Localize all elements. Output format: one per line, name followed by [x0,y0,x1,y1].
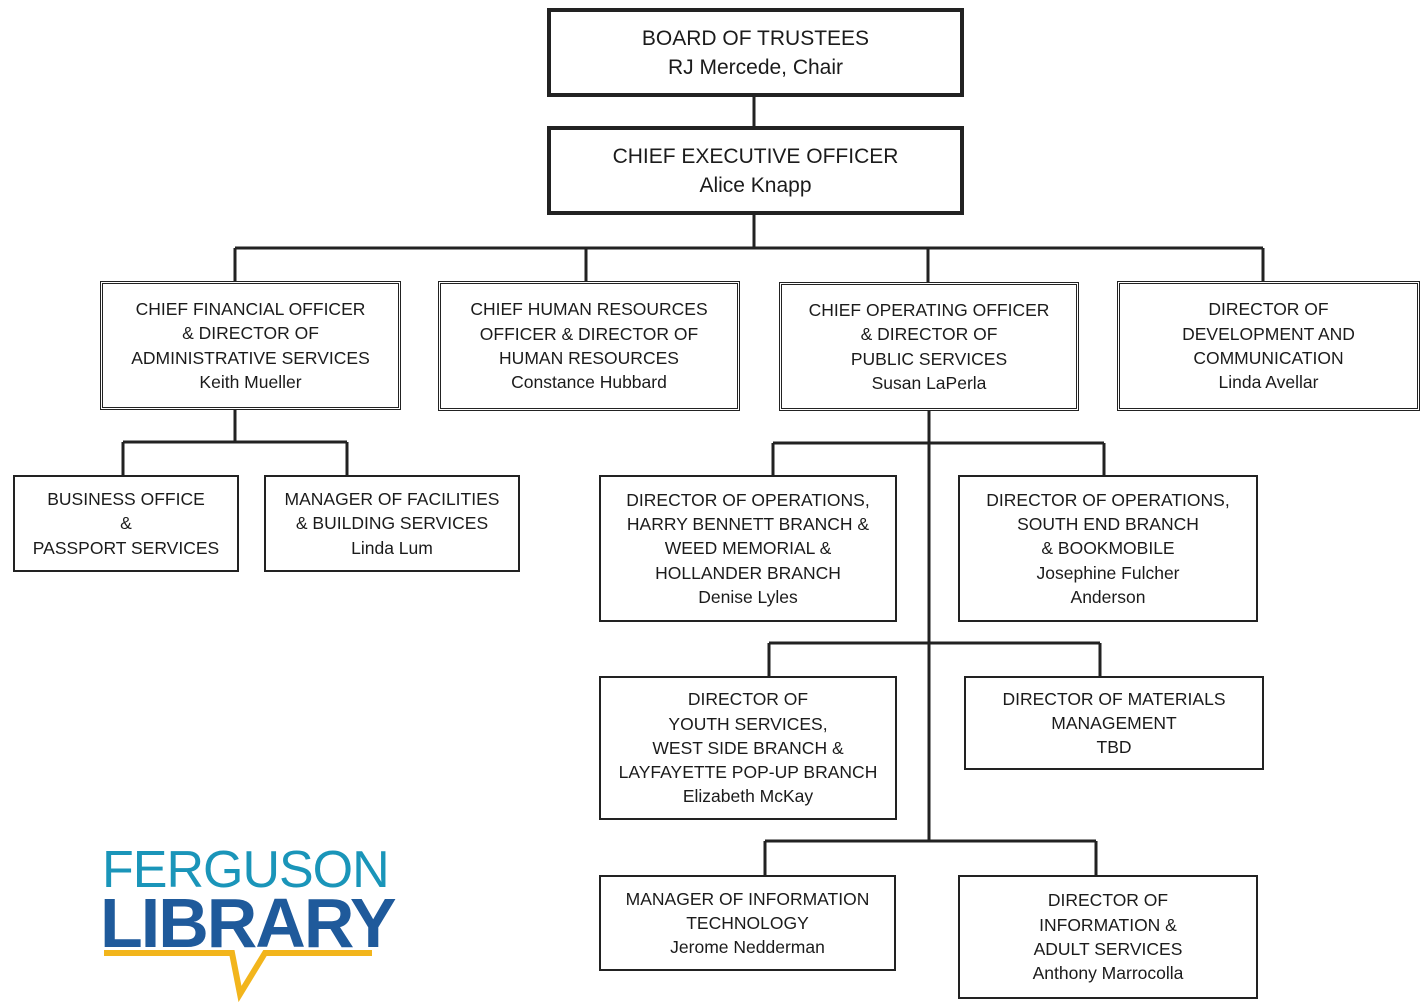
box-title: WEED MEMORIAL & [664,538,832,559]
board-of-trustees-box: BOARD OF TRUSTEES RJ Mercede, Chair [547,8,964,97]
box-title: DIRECTOR OF [1208,299,1329,320]
box-title: DIRECTOR OF OPERATIONS, [986,489,1230,510]
box-title: LAYFAYETTE POP-UP BRANCH [618,762,878,783]
box-person: RJ Mercede, Chair [667,55,844,79]
box-title: DIRECTOR OF OPERATIONS, [626,489,870,510]
business-office-box: BUSINESS OFFICE & PASSPORT SERVICES [13,475,239,572]
box-person: Jerome Nedderman [670,937,825,958]
box-title: & [120,513,132,534]
box-person: Denise Lyles [698,586,798,607]
box-person: TBD [1096,737,1132,758]
adult-services-box: DIRECTOR OF INFORMATION & ADULT SERVICES… [958,875,1258,999]
ops-harry-bennett-box: DIRECTOR OF OPERATIONS, HARRY BENNETT BR… [599,475,897,622]
box-title: & BUILDING SERVICES [295,513,489,534]
box-title: CHIEF EXECUTIVE OFFICER [612,144,899,168]
box-title: HOLLANDER BRANCH [655,562,841,583]
speech-bubble-underline-icon [104,950,372,1002]
box-person: Linda Avellar [1218,372,1319,393]
box-title: DIRECTOR OF MATERIALS [1002,688,1226,709]
box-title: YOUTH SERVICES, [668,713,828,734]
box-person: Alice Knapp [699,173,812,197]
box-title: CHIEF HUMAN RESOURCES [470,299,708,320]
box-title: CHIEF FINANCIAL OFFICER [135,298,366,319]
box-title: BUSINESS OFFICE [47,489,205,510]
logo-library-text: LIBRARY [100,884,397,962]
box-title: BOARD OF TRUSTEES [641,26,870,50]
box-person: Constance Hubbard [511,372,667,393]
box-title: HUMAN RESOURCES [499,348,679,368]
ceo-box: CHIEF EXECUTIVE OFFICER Alice Knapp [547,126,964,215]
ferguson-library-logo: FERGUSON LIBRARY [100,842,397,1002]
box-title: INFORMATION & [1039,914,1177,935]
box-title: ADULT SERVICES [1033,939,1183,959]
box-title: MANAGEMENT [1051,712,1177,733]
box-title: DEVELOPMENT AND [1182,323,1355,344]
box-person: Josephine Fulcher [1036,562,1180,583]
box-person: Keith Mueller [199,371,302,392]
chro-box: CHIEF HUMAN RESOURCES OFFICER & DIRECTOR… [438,281,740,411]
development-box: DIRECTOR OF DEVELOPMENT AND COMMUNICATIO… [1117,281,1420,411]
box-title: MANAGER OF INFORMATION [625,888,870,909]
box-title: & DIRECTOR OF [860,324,998,345]
coo-box: CHIEF OPERATING OFFICER & DIRECTOR OF PU… [779,282,1079,411]
box-title: OFFICER & DIRECTOR OF [479,323,699,344]
youth-services-box: DIRECTOR OF YOUTH SERVICES, WEST SIDE BR… [599,676,897,820]
box-title: COMMUNICATION [1193,348,1344,368]
box-title: DIRECTOR OF [687,689,809,710]
box-title: PUBLIC SERVICES [850,348,1008,369]
box-title: PASSPORT SERVICES [32,537,220,558]
box-title: TECHNOLOGY [686,912,809,933]
box-title: MANAGER OF FACILITIES [284,489,500,510]
materials-management-box: DIRECTOR OF MATERIALS MANAGEMENT TBD [964,676,1264,770]
box-person: Elizabeth McKay [682,786,814,807]
box-title: DIRECTOR OF [1047,890,1169,911]
box-title: CHIEF OPERATING OFFICER [808,299,1050,320]
box-title: SOUTH END BRANCH [1017,514,1199,535]
facilities-box: MANAGER OF FACILITIES & BUILDING SERVICE… [264,475,520,572]
information-technology-box: MANAGER OF INFORMATION TECHNOLOGY Jerome… [599,875,896,971]
box-title: & BOOKMOBILE [1041,538,1175,559]
ops-south-end-box: DIRECTOR OF OPERATIONS, SOUTH END BRANCH… [958,475,1258,622]
box-title: ADMINISTRATIVE SERVICES [131,347,370,368]
box-person: Linda Lum [351,537,433,558]
box-person: Susan LaPerla [871,372,987,393]
box-title: WEST SIDE BRANCH & [652,737,844,758]
box-person: Anderson [1070,586,1146,607]
box-person: Anthony Marrocolla [1032,963,1184,984]
box-title: HARRY BENNETT BRANCH & [626,514,870,535]
cfo-box: CHIEF FINANCIAL OFFICER & DIRECTOR OF AD… [100,281,401,410]
box-title: & DIRECTOR OF [182,323,319,344]
logo-ferguson-text: FERGUSON [102,841,390,899]
